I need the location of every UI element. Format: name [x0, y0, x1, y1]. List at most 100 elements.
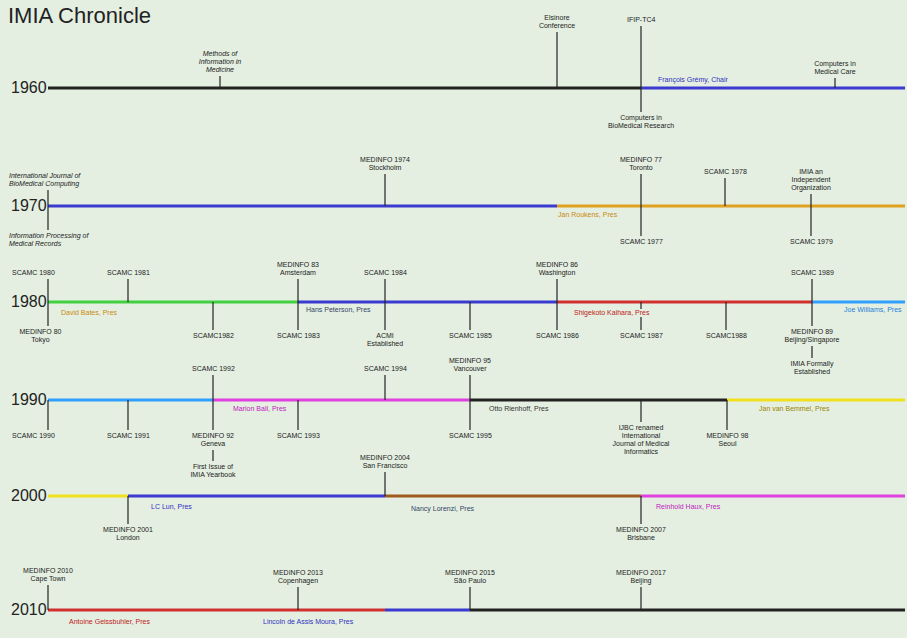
- event-label: IJBC renamed International Journal of Me…: [610, 424, 672, 456]
- event-label: MEDINFO 95 Vancouver: [439, 357, 501, 373]
- event-tick: [469, 587, 470, 610]
- chart-title: IMIA Chronicle: [8, 3, 151, 29]
- event-tick: [297, 279, 298, 330]
- event-label: MEDINFO 2001 London: [97, 526, 159, 542]
- event-label: MEDINFO 77 Toronto: [610, 156, 672, 172]
- event-tick: [47, 585, 48, 610]
- event-label: Elsinore Conference: [536, 14, 578, 30]
- event-tick: [810, 194, 811, 236]
- event-tick: [726, 400, 727, 430]
- president-label: Shigekoto Kaihara, Pres: [573, 309, 651, 317]
- event-tick: [640, 26, 641, 112]
- event-label: MEDINFO 2010 Cape Town: [17, 567, 79, 583]
- event-tick: [47, 279, 48, 326]
- president-label: Hans Peterson, Pres: [305, 306, 372, 314]
- era-line: [470, 609, 905, 612]
- era-line: [641, 495, 905, 498]
- event-tick: [384, 279, 385, 330]
- event-label: SCAMC 1985: [448, 332, 493, 340]
- event-tick: [219, 76, 220, 88]
- president-label: LC Lun, Pres: [150, 503, 193, 511]
- era-line: [641, 87, 905, 90]
- event-tick: [212, 302, 213, 330]
- event-tick: [384, 174, 385, 206]
- event-label: MEDINFO 2004 San Francisco: [354, 454, 416, 470]
- event-label: MEDINFO 92 Geneva: [182, 432, 244, 448]
- era-line: [557, 205, 905, 208]
- event-label: SCAMC 1989: [790, 269, 835, 277]
- event-tick: [724, 178, 725, 206]
- president-label: Marion Ball, Pres: [232, 405, 287, 413]
- president-label: Joe Williams, Pres: [843, 306, 903, 314]
- event-tick: [725, 302, 726, 330]
- event-label: SCAMC 1994: [363, 365, 408, 373]
- event-tick: [469, 302, 470, 330]
- event-label: SCAMC 1995: [448, 432, 493, 440]
- event-tick: [640, 587, 641, 610]
- event-label: IMIA an Independent Organization: [788, 168, 834, 192]
- president-label: Nancy Lorenzi, Pres: [410, 505, 475, 513]
- era-line: [557, 301, 812, 304]
- event-label: SCAMC 1987: [619, 332, 664, 340]
- event-label: SCAMC 1990: [11, 432, 56, 440]
- event-tick: [640, 496, 641, 524]
- event-label: Information Processing of Medical Record…: [8, 232, 90, 248]
- event-label: SCAMC 1983: [276, 332, 321, 340]
- era-line: [812, 301, 905, 304]
- event-tick: [47, 400, 48, 430]
- event-label: MEDINFO 2007 Brisbane: [610, 526, 672, 542]
- era-line: [48, 609, 385, 612]
- era-line: [48, 495, 128, 498]
- event-label: MEDINFO 2015 São Paulo: [439, 569, 501, 585]
- event-tick: [47, 190, 48, 230]
- era-line: [48, 205, 557, 208]
- event-label: MEDINFO 83 Amsterdam: [267, 261, 329, 277]
- event-label: International Journal of BioMedical Comp…: [8, 172, 95, 188]
- event-label: SCAMC1988: [705, 332, 748, 340]
- event-tick: [127, 400, 128, 430]
- event-tick: [127, 279, 128, 302]
- event-tick: [556, 32, 557, 88]
- event-label: Computers in BioMedical Research: [605, 114, 677, 130]
- president-label: David Bates, Pres: [60, 309, 118, 317]
- event-tick: [384, 472, 385, 496]
- event-tick: [212, 375, 213, 430]
- event-label: SCAMC 1981: [106, 269, 151, 277]
- event-label: MEDINFO 98 Seoul: [699, 432, 756, 448]
- event-label: SCAMC 1979: [789, 238, 834, 246]
- era-line: [48, 87, 641, 90]
- event-label: Methods of Information in Medicine: [194, 50, 246, 74]
- era-line: [298, 301, 557, 304]
- event-tick: [834, 78, 835, 88]
- event-label: SCAMC 1978: [703, 168, 748, 176]
- president-label: Lincoln de Assis Moura, Pres: [262, 618, 354, 626]
- decade-label: 2010: [10, 601, 48, 619]
- era-line: [727, 399, 905, 402]
- era-line: [128, 495, 385, 498]
- event-label: First Issue of IMIA Yearbook: [187, 463, 239, 479]
- decade-label: 1970: [10, 197, 48, 215]
- event-tick: [212, 450, 213, 461]
- era-line: [48, 399, 213, 402]
- event-label: MEDINFO 86 Washington: [526, 261, 588, 277]
- president-label: François Grémy, Chair: [657, 76, 729, 84]
- president-label: Jan van Bemmel, Pres: [758, 405, 830, 413]
- president-label: Jan Roukens, Pres: [557, 211, 618, 219]
- era-line: [385, 609, 470, 612]
- event-label: SCAMC 1984: [363, 269, 408, 277]
- decade-label: 1980: [10, 293, 48, 311]
- decade-label: 2000: [10, 487, 48, 505]
- event-tick: [384, 375, 385, 400]
- event-label: SCAMC 1986: [535, 332, 580, 340]
- event-tick: [127, 496, 128, 524]
- event-label: SCAMC 1980: [11, 269, 56, 277]
- era-line: [385, 495, 641, 498]
- event-label: SCAMC1982: [192, 332, 235, 340]
- era-lines: [48, 88, 905, 610]
- event-tick: [640, 400, 641, 422]
- event-label: SCAMC 1993: [276, 432, 321, 440]
- event-label: MEDINFO 2013 Copenhagen: [267, 569, 329, 585]
- event-label: MEDINFO 80 Tokyo: [12, 328, 69, 344]
